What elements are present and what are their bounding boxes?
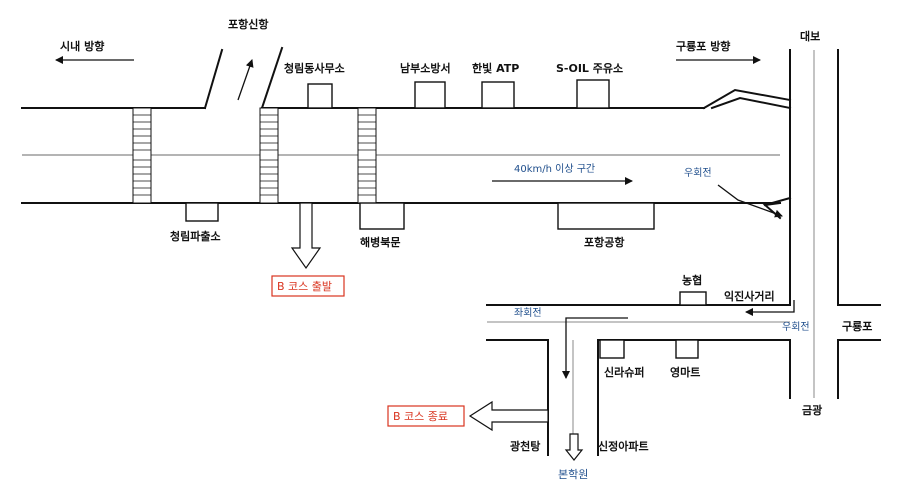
label-nonghyup: 농협 <box>682 273 702 287</box>
new-port-road <box>203 46 284 110</box>
label-right-turn-lower: 우회전 <box>782 321 810 333</box>
label-daebo: 대보 <box>800 29 820 43</box>
label-ikjin: 익진사거리 <box>724 289 775 303</box>
label-left-turn: 좌회전 <box>514 307 542 319</box>
label-right-turn-upper: 우회전 <box>684 167 712 179</box>
label-fire-station: 남부소방서 <box>400 61 451 75</box>
b-start-box <box>271 275 345 297</box>
label-hanbit-atp: 한빛 ATP <box>472 61 519 75</box>
label-academy: 본학원 <box>558 468 588 481</box>
label-b-start: B 코스 출발 <box>277 280 332 293</box>
lower-road <box>486 291 791 359</box>
crosswalks <box>132 107 377 204</box>
academy-arrow <box>564 433 584 461</box>
b-end-arrow <box>468 400 549 432</box>
upper-buildings <box>185 79 655 230</box>
label-guryongpo-direction: 구룡포 방향 <box>676 39 730 53</box>
label-guryongpo: 구룡포 <box>842 320 872 333</box>
label-shinjeong: 신정아파트 <box>598 439 649 453</box>
label-gwangcheon: 광천탕 <box>510 439 540 453</box>
label-downtown: 시내 방향 <box>60 39 104 53</box>
direction-arrows <box>55 56 795 379</box>
vertical-road <box>789 49 881 399</box>
label-soil: S-OIL 주유소 <box>556 62 623 75</box>
label-marine-gate: 해병북문 <box>360 235 400 249</box>
b-start-arrow <box>290 202 322 270</box>
label-b-end: B 코스 종료 <box>393 410 448 423</box>
label-geumgwang: 금광 <box>802 404 822 417</box>
label-police: 청림파출소 <box>170 229 221 243</box>
label-speed-zone: 40km/h 이상 구간 <box>514 163 595 175</box>
label-young-mart: 영마트 <box>670 365 700 379</box>
b-end-box <box>387 405 465 427</box>
label-airport: 포항공항 <box>584 235 624 249</box>
label-shilla: 신라슈퍼 <box>604 365 644 379</box>
label-cheongnim-office: 청림동사무소 <box>284 61 345 75</box>
label-new-port: 포항신항 <box>228 17 268 31</box>
